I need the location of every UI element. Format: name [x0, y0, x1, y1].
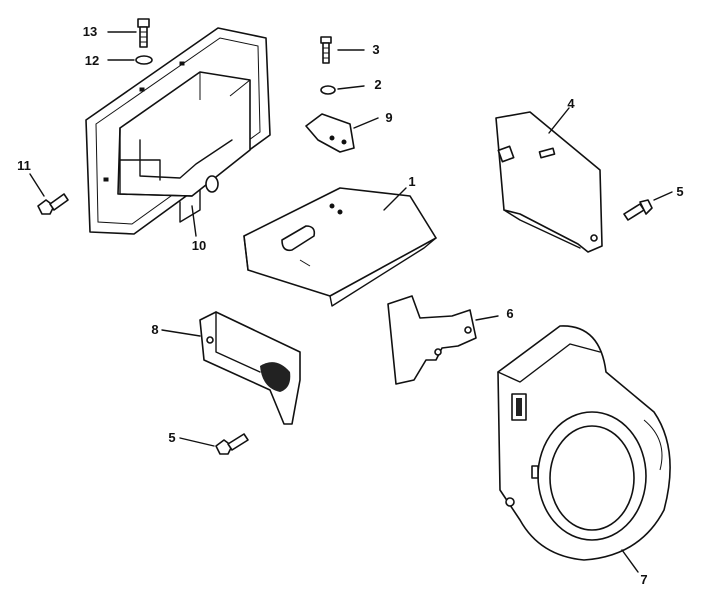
part-11-bolt [37, 193, 69, 215]
part-5-bolt-lower [215, 433, 249, 455]
part-4-plate [495, 111, 603, 253]
callout-9: 9 [385, 110, 392, 125]
callout-10: 10 [192, 238, 206, 253]
callout-11: 11 [17, 158, 31, 173]
callout-12: 12 [85, 53, 99, 68]
callout-3: 3 [372, 42, 379, 57]
callout-1: 1 [408, 174, 415, 189]
part-1-shroud [243, 187, 437, 307]
part-3-screw [320, 36, 332, 64]
callout-4: 4 [567, 96, 575, 111]
part-10-housing [85, 27, 271, 235]
callout-5-lower: 5 [168, 430, 175, 445]
part-12-washer [135, 55, 153, 65]
callout-8: 8 [151, 322, 158, 337]
callout-5-right: 5 [676, 184, 683, 199]
leader-lines [29, 31, 673, 573]
part-9-bracket [305, 113, 355, 153]
callout-labels: 13 12 3 2 9 4 1 5 11 10 8 6 5 7 [17, 24, 683, 587]
part-5-bolt-right [623, 199, 653, 221]
callout-13: 13 [83, 24, 97, 39]
part-6-bracket [387, 295, 477, 385]
callout-6: 6 [506, 306, 513, 321]
callout-2: 2 [374, 77, 381, 92]
part-13-bolt [137, 18, 150, 48]
part-2-washer [320, 85, 336, 95]
part-8-deflector [199, 311, 301, 425]
part-7-blower-housing [497, 325, 671, 561]
callout-7: 7 [640, 572, 647, 587]
